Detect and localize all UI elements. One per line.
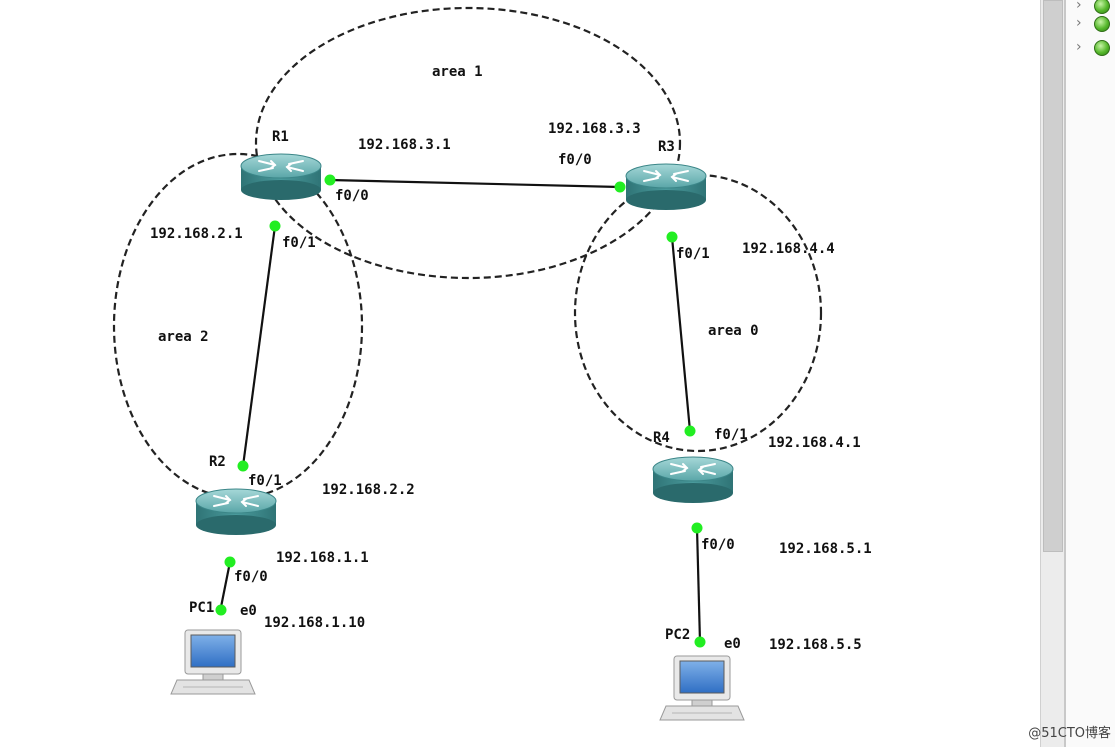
pc-pc1[interactable] — [170, 629, 256, 695]
r3-f01-label: f0/1 — [676, 246, 710, 262]
port-r4-f00[interactable] — [691, 522, 703, 534]
scrollbar-thumb[interactable] — [1043, 0, 1063, 552]
ip-r4-f00: 192.168.5.1 — [779, 541, 872, 557]
watermark: @51CTO博客 — [1028, 726, 1111, 741]
ip-r2-f00: 192.168.1.1 — [276, 550, 369, 566]
link-r3-r4[interactable] — [670, 236, 692, 432]
router-r1-label: R1 — [272, 129, 289, 145]
link-r1-r3[interactable] — [329, 178, 621, 189]
port-r2-f00[interactable] — [224, 556, 236, 568]
area-0-label: area 0 — [708, 323, 759, 339]
chevron-right-icon[interactable]: › — [1076, 0, 1082, 13]
port-indicators — [215, 174, 706, 648]
router-r2[interactable] — [195, 488, 277, 536]
ip-r1-f00: 192.168.3.1 — [358, 137, 451, 153]
router-r3[interactable] — [625, 163, 707, 211]
port-r3-f01[interactable] — [666, 231, 678, 243]
router-r4-label: R4 — [653, 430, 670, 446]
pc-pc2[interactable] — [659, 655, 745, 721]
port-r2-f01[interactable] — [237, 460, 249, 472]
router-r1[interactable] — [240, 153, 322, 201]
router-r4[interactable] — [652, 456, 734, 504]
router-r2-label: R2 — [209, 454, 226, 470]
r2-f00-label: f0/0 — [234, 569, 268, 585]
ip-pc1: 192.168.1.10 — [264, 615, 365, 631]
r1-f01-label: f0/1 — [282, 235, 316, 251]
ip-pc2: 192.168.5.5 — [769, 637, 862, 653]
area-1-label: area 1 — [432, 64, 483, 80]
vertical-scrollbar[interactable] — [1040, 0, 1064, 747]
pc2-e0-label: e0 — [724, 636, 741, 652]
port-pc2-e0[interactable] — [694, 636, 706, 648]
topology-canvas[interactable]: area 1 area 2 area 0 R1 R3 R2 R4 PC1 PC2… — [0, 0, 1040, 747]
port-r3-f00[interactable] — [614, 181, 626, 193]
area-1-boundary — [254, 6, 682, 280]
summary-item-1[interactable]: › — [1076, 0, 1115, 14]
link-r2-pc1[interactable] — [218, 561, 232, 613]
pc-pc1-label: PC1 — [189, 600, 214, 616]
port-r1-f01[interactable] — [269, 220, 281, 232]
topology-svg: area 1 area 2 area 0 R1 R3 R2 R4 PC1 PC2… — [112, 6, 872, 721]
links — [218, 178, 702, 643]
chevron-right-icon[interactable]: › — [1076, 39, 1082, 55]
chevron-right-icon[interactable]: › — [1076, 15, 1082, 31]
area-2-boundary — [112, 152, 364, 500]
running-status-icon — [1094, 0, 1110, 14]
ip-r3-f01: 192.168.4.4 — [742, 241, 835, 257]
running-status-icon — [1094, 40, 1110, 56]
ip-r4-f01: 192.168.4.1 — [768, 435, 861, 451]
r1-f00-label: f0/0 — [335, 188, 369, 204]
r4-f00-label: f0/0 — [701, 537, 735, 553]
ip-r2-f01: 192.168.2.2 — [322, 482, 415, 498]
port-r1-f00[interactable] — [324, 174, 336, 186]
summary-item-3[interactable]: › — [1076, 38, 1115, 56]
link-r1-r2[interactable] — [241, 225, 277, 467]
r2-f01-label: f0/1 — [248, 473, 282, 489]
area-0-boundary — [573, 173, 823, 453]
area-2-label: area 2 — [158, 329, 209, 345]
ip-r1-f01: 192.168.2.1 — [150, 226, 243, 242]
r4-f01-label: f0/1 — [714, 427, 748, 443]
topology-summary-panel: › › › — [1064, 0, 1115, 747]
link-r4-pc2[interactable] — [695, 527, 702, 643]
area-boundaries — [112, 6, 823, 500]
r3-f00-label: f0/0 — [558, 152, 592, 168]
port-pc1-e0[interactable] — [215, 604, 227, 616]
router-r3-label: R3 — [658, 139, 675, 155]
running-status-icon — [1094, 16, 1110, 32]
ip-r3-f00: 192.168.3.3 — [548, 121, 641, 137]
summary-item-2[interactable]: › — [1076, 14, 1115, 32]
port-r4-f01[interactable] — [684, 425, 696, 437]
pc-pc2-label: PC2 — [665, 627, 690, 643]
pc1-e0-label: e0 — [240, 603, 257, 619]
